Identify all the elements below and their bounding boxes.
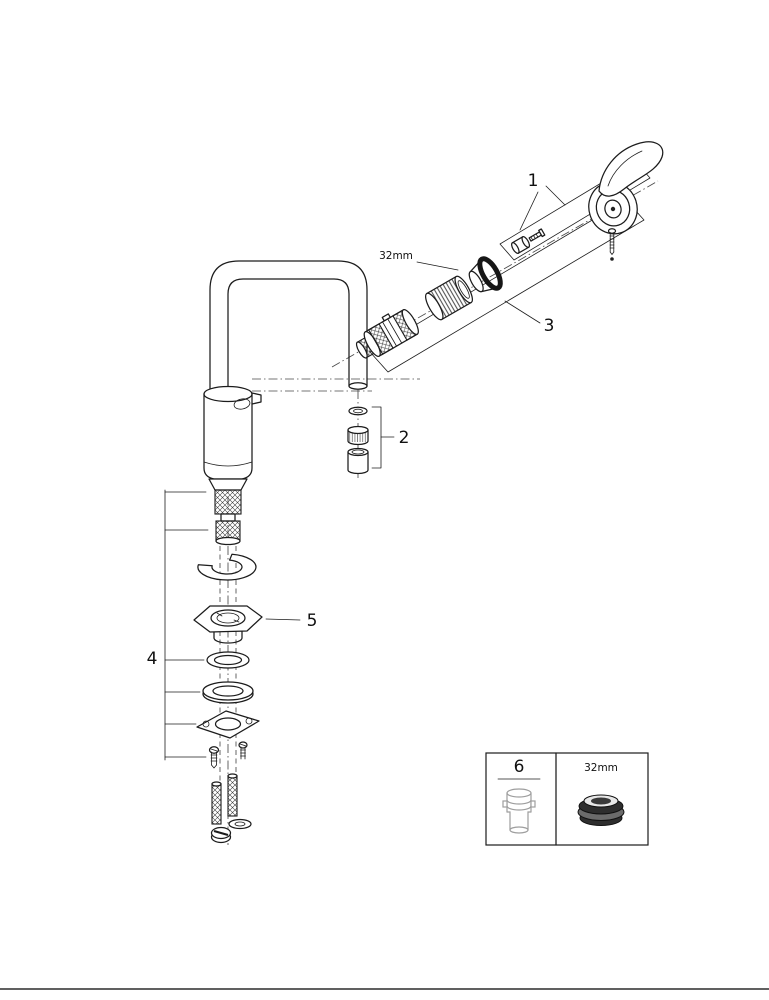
leader-3 bbox=[504, 300, 541, 324]
leader-32mm bbox=[416, 261, 459, 271]
small-washer bbox=[348, 406, 368, 416]
threaded-ring bbox=[424, 275, 474, 321]
leader-1a bbox=[519, 191, 539, 231]
body-side-port bbox=[251, 392, 262, 405]
callout-5: 5 bbox=[307, 611, 318, 631]
leader-1b bbox=[545, 185, 566, 206]
adapter-and-screw bbox=[511, 228, 546, 254]
body-neck bbox=[208, 478, 248, 491]
legend-callout-6: 6 bbox=[514, 757, 525, 777]
callout-2: 2 bbox=[399, 428, 410, 448]
shank-bottom-cap bbox=[215, 536, 241, 546]
legend-part-ribbed-ring bbox=[577, 794, 625, 826]
group4-bracket bbox=[164, 489, 209, 761]
leader-5 bbox=[265, 618, 301, 621]
group2-parts bbox=[347, 406, 369, 475]
group2-bracket bbox=[371, 406, 382, 469]
mounting-flange-plate bbox=[193, 605, 263, 644]
legend-part-cartridge bbox=[502, 788, 536, 834]
callout-1: 1 bbox=[528, 171, 539, 191]
mounting-bracket bbox=[196, 710, 260, 739]
base-washer bbox=[202, 681, 254, 704]
faucet bbox=[203, 260, 368, 546]
cartridge bbox=[355, 309, 419, 359]
fixing-studs bbox=[211, 773, 238, 825]
callout-4: 4 bbox=[147, 649, 158, 669]
centerlines bbox=[219, 180, 659, 845]
sleeve bbox=[347, 452, 369, 475]
faucet-body-top bbox=[203, 385, 253, 403]
legend-dimension-32mm: 32mm bbox=[584, 762, 618, 774]
stud-washer bbox=[228, 818, 252, 830]
callout-3: 3 bbox=[544, 316, 555, 336]
callout-brackets bbox=[164, 161, 651, 761]
threaded-shank-upper bbox=[214, 489, 242, 515]
handle-screw bbox=[607, 228, 617, 261]
spout-outer bbox=[209, 260, 368, 397]
bracket-screw-left bbox=[208, 746, 220, 769]
shank-waist bbox=[220, 513, 236, 522]
brand-badge bbox=[233, 398, 251, 410]
legend-box: 6 32mm bbox=[485, 752, 649, 846]
body-collar-line bbox=[203, 461, 253, 467]
slotted-screw-head bbox=[210, 826, 232, 844]
dimension-32mm: 32mm bbox=[379, 250, 413, 262]
group3-band bbox=[369, 199, 645, 373]
bracket-screw-right bbox=[238, 741, 248, 760]
check-ball bbox=[610, 257, 614, 261]
spout-outlet-end bbox=[348, 382, 368, 390]
o-ring bbox=[206, 651, 250, 669]
horseshoe-escutcheon bbox=[197, 553, 257, 581]
lever-handle bbox=[598, 141, 664, 197]
bezel-cone-ring bbox=[468, 256, 503, 293]
group1-band bbox=[499, 161, 651, 261]
spout-inner bbox=[227, 278, 350, 397]
